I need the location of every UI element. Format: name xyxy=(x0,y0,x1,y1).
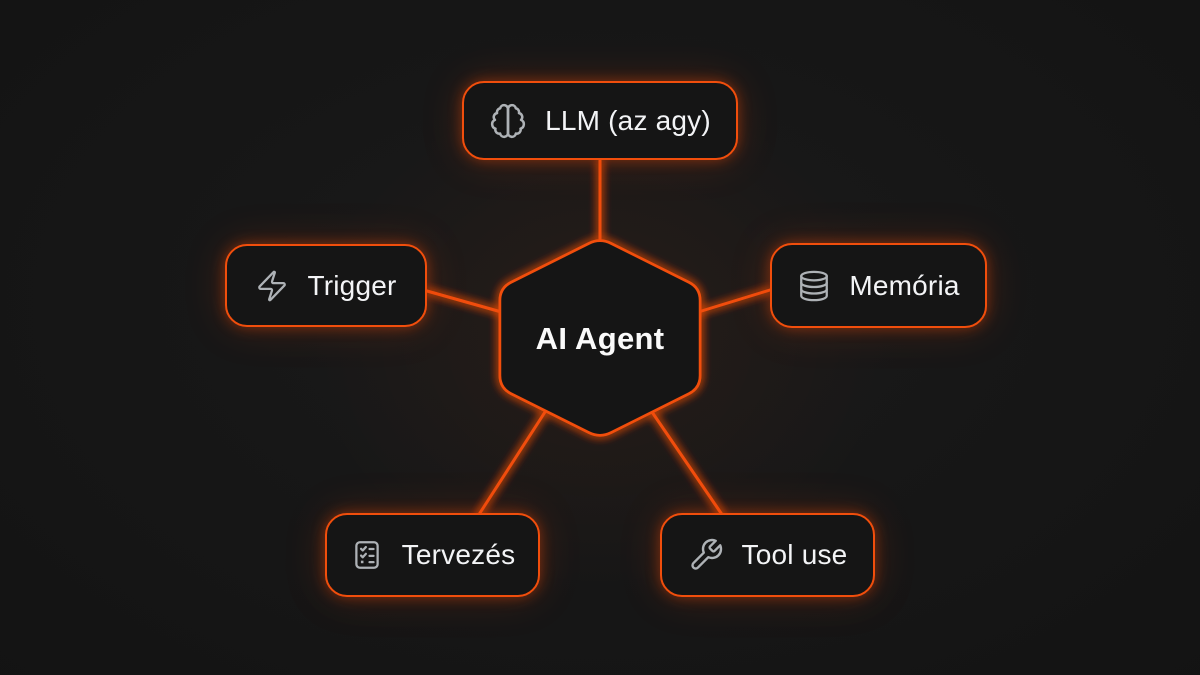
ai-agent-hexagon xyxy=(498,239,702,437)
node-tervezes-label: Tervezés xyxy=(401,539,516,570)
database-icon xyxy=(800,270,829,301)
node-tooluse-label: Tool use xyxy=(741,539,848,570)
node-trigger: Trigger xyxy=(225,244,427,327)
lightning-icon xyxy=(258,270,287,301)
node-memoria: Memória xyxy=(770,243,987,328)
node-trigger-label: Trigger xyxy=(307,269,397,301)
edge-memoria xyxy=(693,288,772,315)
checklist-icon xyxy=(354,541,379,569)
brain-icon xyxy=(491,103,526,138)
wrench-icon xyxy=(690,538,722,570)
node-tervezes: Tervezés xyxy=(325,513,540,597)
node-memoria-label: Memória xyxy=(849,269,960,301)
edge-trigger xyxy=(425,289,507,315)
edge-tooluse xyxy=(650,410,725,518)
node-tooluse: Tool use xyxy=(660,513,875,597)
node-llm: LLM (az agy) xyxy=(462,81,738,160)
node-llm-label: LLM (az agy) xyxy=(545,104,711,136)
edge-tervezes xyxy=(476,410,547,518)
ai-agent-label: AI Agent xyxy=(535,321,665,356)
